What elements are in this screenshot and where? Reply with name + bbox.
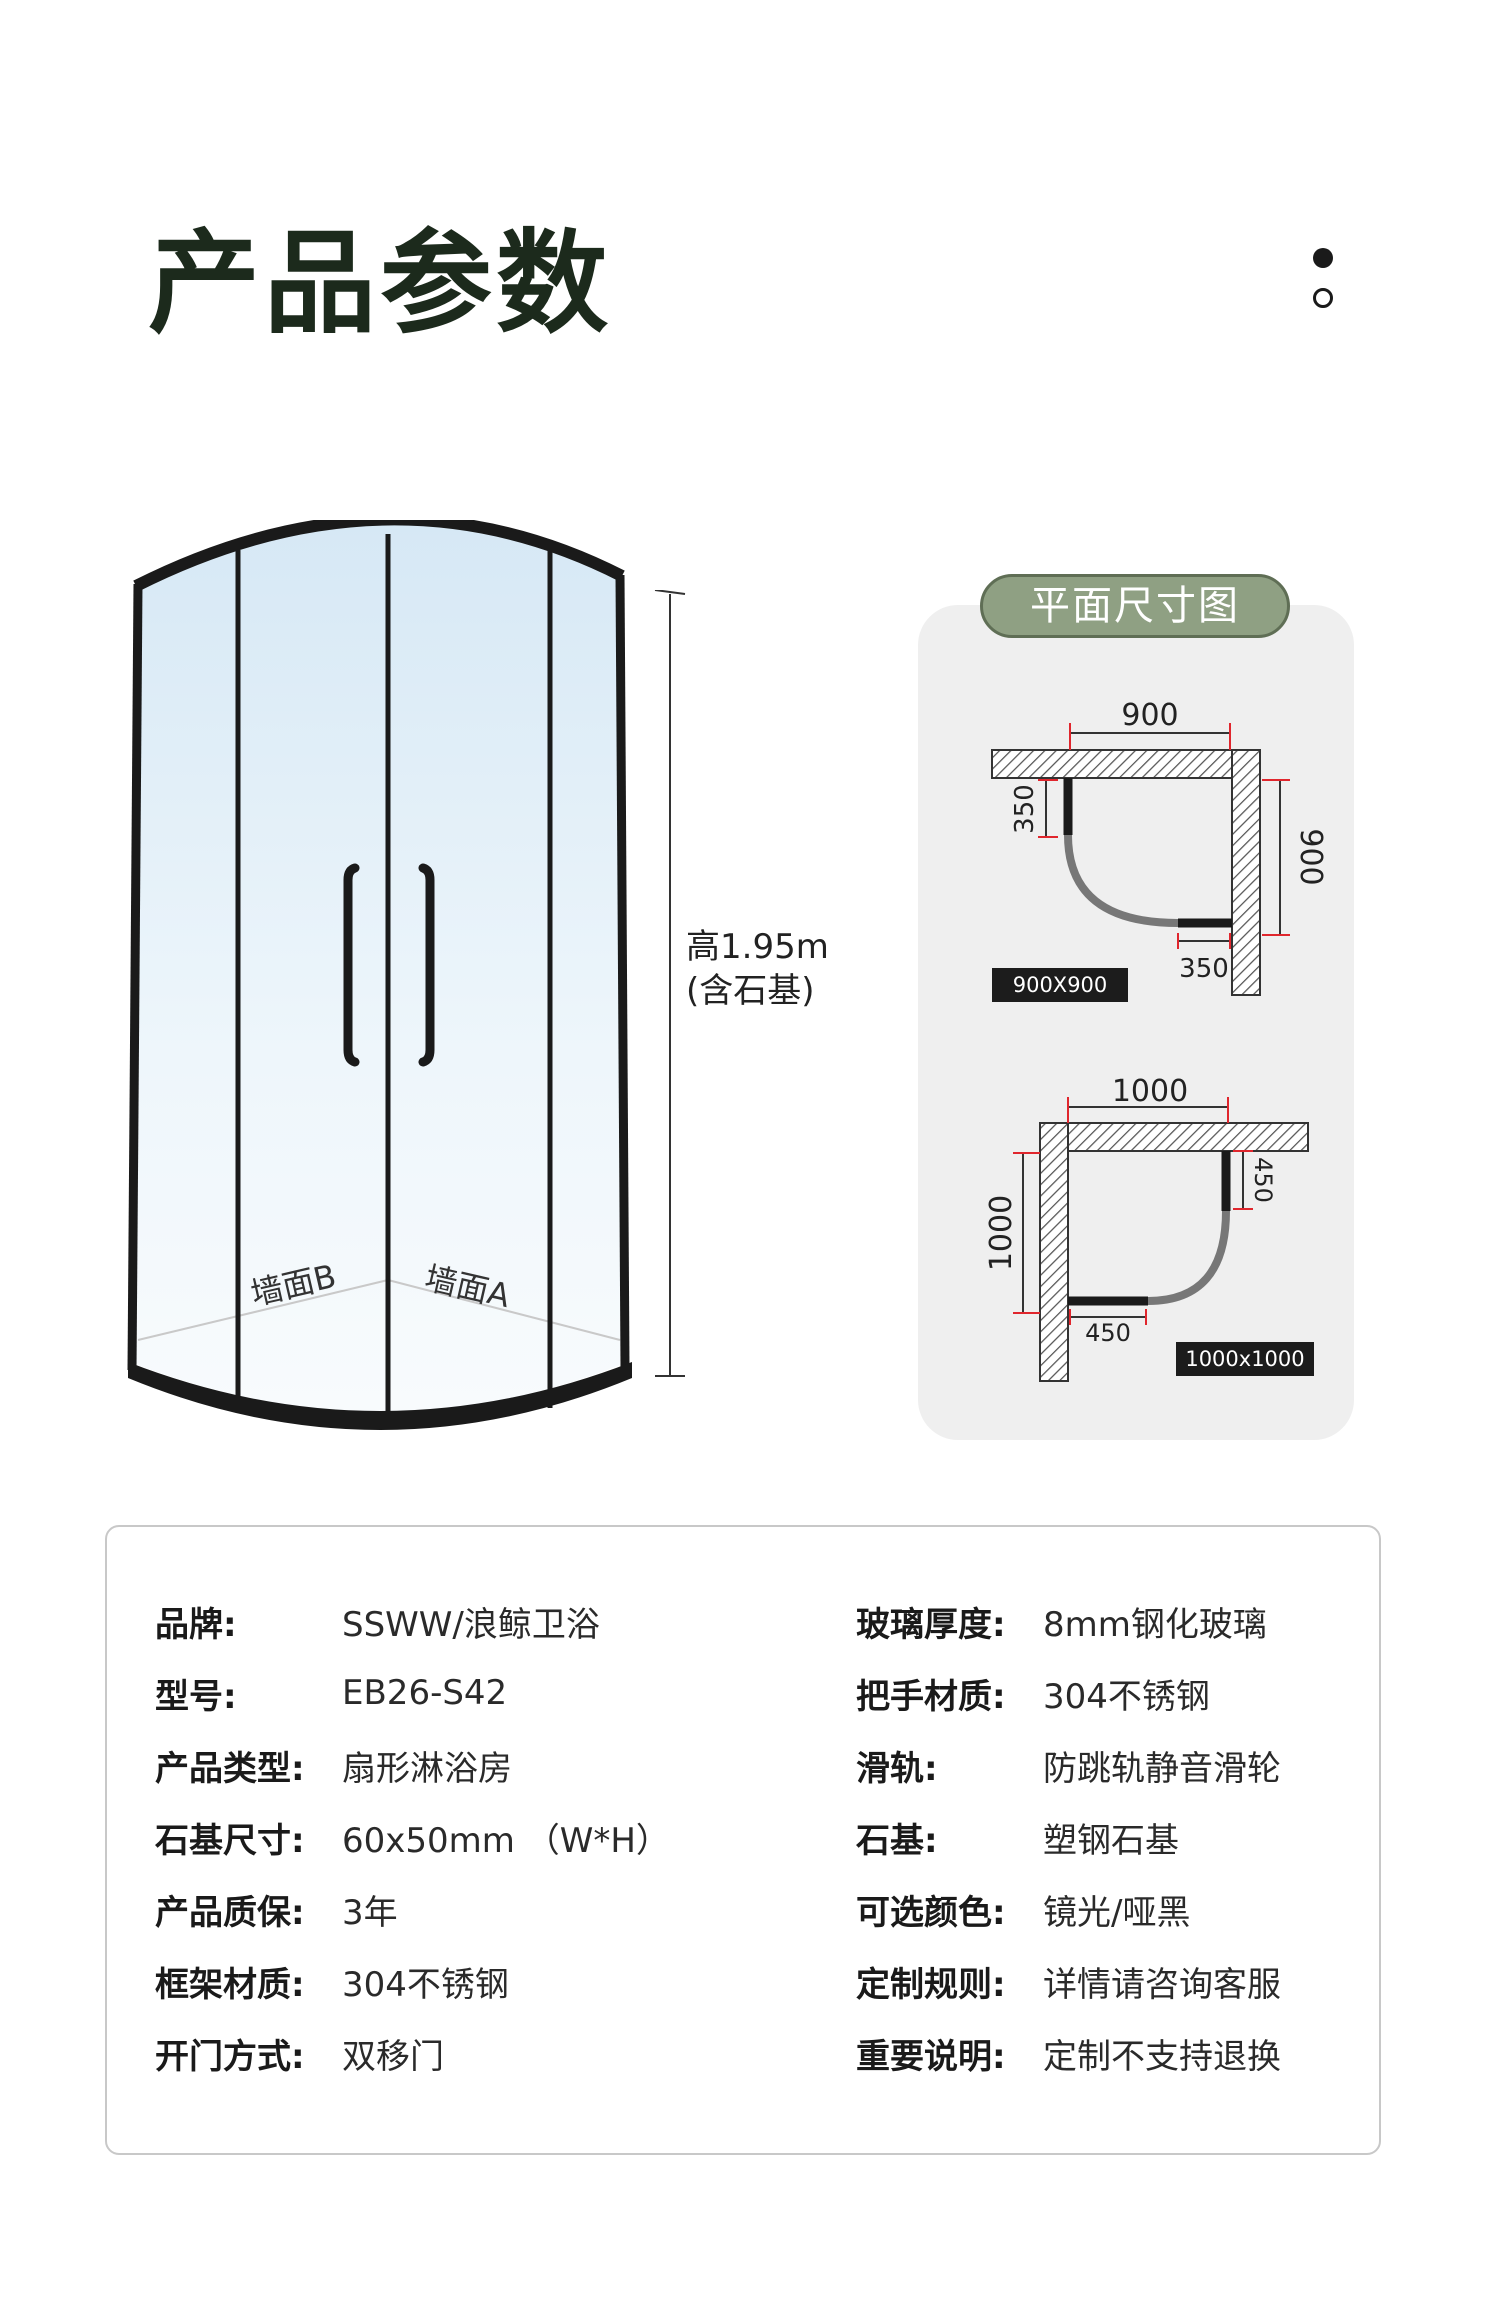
param-value: 防跳轨静音滑轮 (1043, 1748, 1281, 1789)
param-label: 石基: (856, 1820, 938, 1861)
param-row-left: 产品类型: 扇形淋浴房 (155, 1740, 512, 1790)
param-label: 开门方式: (155, 2036, 305, 2077)
floor-line-right (387, 1279, 621, 1341)
param-value: 双移门 (342, 2036, 444, 2077)
dim-900-width: 900 (1121, 698, 1178, 733)
dim-1000-bottom-segment: 450 (1085, 1319, 1131, 1347)
param-label: 玻璃厚度: (856, 1604, 1006, 1645)
frame-right-post (615, 574, 630, 1369)
height-note: (含石基) (686, 971, 815, 1011)
dim-900-depth: 900 (1293, 828, 1328, 885)
param-row-right: 定制规则: 详情请咨询客服 (856, 1956, 1281, 2006)
param-value: 塑钢石基 (1043, 1820, 1179, 1861)
param-row-right: 把手材质: 304不锈钢 (856, 1668, 1210, 1718)
wall-top (991, 749, 1233, 779)
param-label: 产品质保: (155, 1892, 305, 1933)
page-indicator-inactive[interactable] (1313, 288, 1333, 308)
param-value: 304不锈钢 (342, 1964, 509, 2005)
param-value: 扇形淋浴房 (342, 1748, 512, 1789)
param-row-right: 玻璃厚度: 8mm钢化玻璃 (856, 1596, 1267, 1646)
param-row-left: 石基尺寸: 60x50mm （W*H） (155, 1812, 670, 1862)
dim-1000-width: 1000 (1112, 1074, 1188, 1109)
param-row-right: 可选颜色: 镜光/哑黑 (856, 1884, 1190, 1934)
param-label: 滑轨: (856, 1748, 938, 1789)
stone-base (128, 1362, 632, 1430)
wall-right (1231, 749, 1261, 996)
param-label: 可选颜色: (856, 1892, 1006, 1933)
param-label: 型号: (155, 1676, 237, 1717)
param-label: 产品类型: (155, 1748, 305, 1789)
page-indicator-active[interactable] (1313, 248, 1333, 268)
param-row-left: 型号: EB26-S42 (155, 1668, 507, 1718)
dim-900-bottom-segment: 350 (1179, 954, 1229, 984)
plan-diagram-900: 900 900 350 350 (991, 698, 1328, 996)
wall-left (1039, 1122, 1069, 1382)
top-frame (133, 520, 625, 592)
param-value: 详情请咨询客服 (1043, 1964, 1281, 2005)
height-dimension-line (654, 590, 686, 1377)
plan-title-badge: 平面尺寸图 (980, 574, 1290, 638)
param-row-left: 开门方式: 双移门 (155, 2028, 444, 2078)
param-value: EB26-S42 (342, 1673, 508, 1713)
param-value: 304不锈钢 (1043, 1676, 1210, 1717)
param-value: 镜光/哑黑 (1043, 1892, 1191, 1933)
plan-diagram-1000: 1000 1000 450 450 (984, 1074, 1309, 1382)
param-row-left: 框架材质: 304不锈钢 (155, 1956, 509, 2006)
param-label: 把手材质: (856, 1676, 1006, 1717)
param-value: 60x50mm （W*H） (342, 1820, 670, 1861)
param-value: 3年 (342, 1892, 398, 1933)
handle-left (343, 863, 360, 1067)
param-label: 品牌: (155, 1604, 237, 1645)
dim-900-left-segment: 350 (1010, 784, 1040, 834)
floor-line-left (137, 1279, 389, 1341)
handle-right (418, 863, 435, 1067)
dim-1000-depth: 1000 (984, 1195, 1019, 1271)
param-row-left: 品牌: SSWW/浪鲸卫浴 (155, 1596, 600, 1646)
param-value: 定制不支持退换 (1043, 2036, 1281, 2077)
param-label: 框架材质: (155, 1964, 305, 2005)
frame-left-post (127, 583, 143, 1371)
size-label-900: 900X900 (992, 968, 1128, 1002)
param-row-right: 滑轨: 防跳轨静音滑轮 (856, 1740, 1281, 1790)
plan-diagrams: 900 900 350 350 1000 1000 450 450 (984, 698, 1328, 1382)
page-title: 产品参数 (148, 219, 612, 349)
dim-1000-right-segment: 450 (1249, 1157, 1277, 1203)
shower-enclosure-illustration (127, 520, 632, 1430)
wall-top (1067, 1122, 1309, 1152)
param-value: 8mm钢化玻璃 (1043, 1604, 1267, 1645)
glass-panel (130, 520, 620, 1412)
param-label: 石基尺寸: (155, 1820, 305, 1861)
size-label-1000: 1000x1000 (1176, 1342, 1314, 1376)
param-label: 重要说明: (856, 2036, 1006, 2077)
param-row-left: 产品质保: 3年 (155, 1884, 398, 1934)
params-table (105, 1525, 1381, 2155)
height-annotation: 高1.95m (含石基) (686, 925, 829, 1013)
height-value: 高1.95m (686, 927, 829, 967)
param-row-right: 石基: 塑钢石基 (856, 1812, 1179, 1862)
param-value: SSWW/浪鲸卫浴 (342, 1604, 600, 1645)
param-row-right: 重要说明: 定制不支持退换 (856, 2028, 1281, 2078)
param-label: 定制规则: (856, 1964, 1006, 2005)
